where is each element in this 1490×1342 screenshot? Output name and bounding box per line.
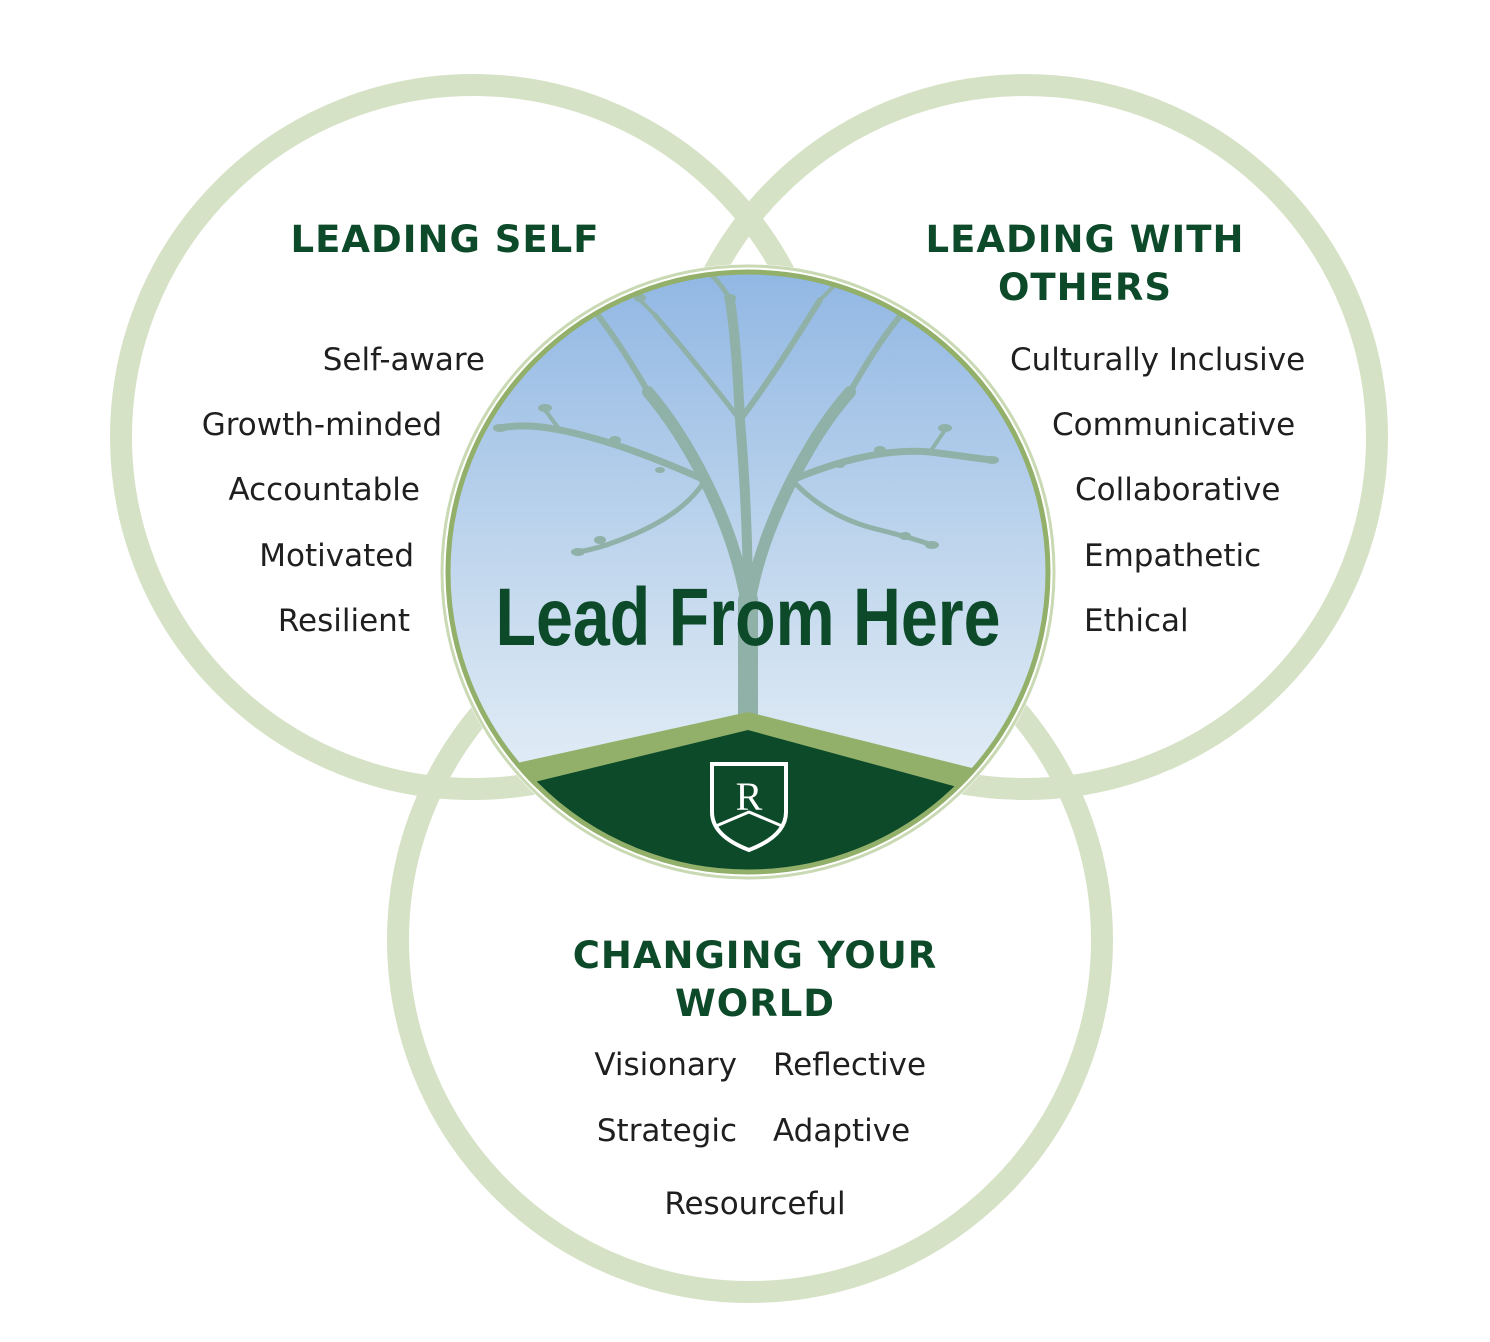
changing-your-world-item: Adaptive [773, 1113, 911, 1149]
changing-your-world-heading-line2: WORLD [674, 982, 836, 1025]
crest-icon: R [710, 762, 788, 853]
changing-your-world-item: Strategic [596, 1113, 737, 1149]
leading-with-others-item: Culturally Inclusive [1010, 342, 1306, 378]
changing-your-world-item: Reflective [773, 1047, 927, 1083]
leading-self-item: Resilient [277, 603, 410, 639]
changing-your-world-item: Visionary [594, 1047, 737, 1083]
leading-self-item: Growth-minded [201, 407, 442, 443]
leading-with-others-heading-line2: OTHERS [997, 266, 1173, 309]
leading-self-item: Accountable [228, 472, 420, 508]
crest-letter: R [736, 774, 763, 819]
leading-with-others-item: Communicative [1052, 407, 1296, 443]
leading-self-item: Self-aware [322, 342, 485, 378]
changing-your-world-heading-line1: CHANGING YOUR [572, 934, 938, 977]
changing-your-world-item: Resourceful [664, 1186, 846, 1222]
changing-your-world-heading: CHANGING YOUR WORLD [555, 932, 955, 1028]
leading-with-others-heading-line1: LEADING WITH [925, 218, 1245, 261]
center-title: Lead From Here [496, 572, 1001, 663]
lead-from-here-emblem: R Lead From Here [440, 264, 1056, 880]
leading-with-others-item: Collaborative [1075, 472, 1281, 508]
leading-with-others-item: Empathetic [1084, 538, 1262, 574]
leading-with-others-heading: LEADING WITH OTHERS [885, 216, 1285, 312]
leading-with-others-item: Ethical [1084, 603, 1189, 639]
leading-self-item: Motivated [259, 538, 414, 574]
leading-self-heading: LEADING SELF [290, 218, 600, 261]
